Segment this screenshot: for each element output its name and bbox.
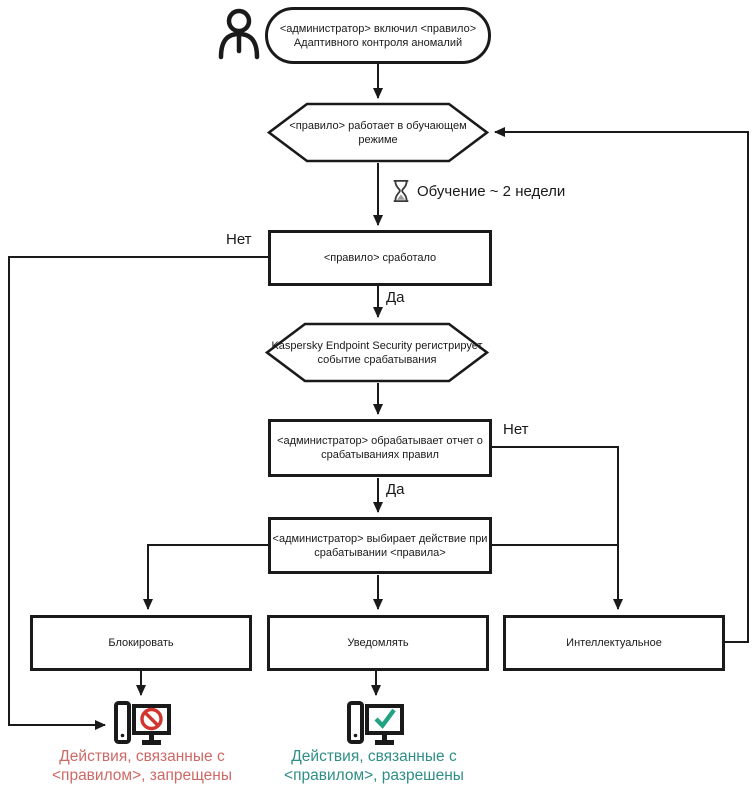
- admin-selects-action-node: <администратор> выбирает действие при ср…: [268, 517, 492, 574]
- action-block-node: Блокировать: [30, 615, 252, 671]
- admin-report-line1: <администратор> обрабатывает отчет о: [277, 435, 483, 447]
- training-duration-note: Обучение ~ 2 недели: [392, 179, 565, 203]
- action-notify-label: Уведомлять: [347, 637, 409, 649]
- computer-blocked-icon: [113, 699, 171, 754]
- start-node-line1: <администратор> включил <правило>: [279, 22, 477, 35]
- prohibition-badge-icon: [140, 707, 163, 731]
- training-duration-label: Обучение ~ 2 недели: [417, 182, 566, 200]
- edge-label-no-1: Нет: [226, 231, 252, 248]
- edge-select-to-block: [143, 544, 268, 610]
- checkmark-badge-icon: [374, 708, 396, 729]
- hexagon-shape: [267, 102, 489, 163]
- learning-mode-node: <правило> работает в обучающем режиме: [267, 102, 489, 163]
- edge-label-no-2: Нет: [503, 421, 529, 438]
- allowed-outcome-caption: Действия, связанные с <правилом>, разреш…: [262, 747, 486, 785]
- learning-mode-line1: <правило> работает в обучающем: [289, 119, 467, 132]
- learning-mode-line2: режиме: [358, 133, 398, 146]
- rule-triggered-node: <правило> сработало: [268, 230, 492, 286]
- blocked-outcome-caption: Действия, связанные с <правилом>, запрещ…: [30, 747, 254, 785]
- admin-action-line1: <администратор> выбирает действие при: [272, 532, 488, 545]
- start-node-line2: Адаптивного контроля аномалий: [293, 36, 463, 49]
- rule-triggered-label: <правило> сработало: [323, 252, 437, 264]
- kes-registers-node: Kaspersky Endpoint Security регистрирует…: [265, 322, 489, 383]
- action-smart-node: Интеллектуальное: [503, 615, 725, 671]
- allowed-caption-line1: Действия, связанные с: [291, 748, 457, 765]
- action-block-label: Блокировать: [108, 637, 174, 649]
- computer-allowed-icon: [346, 699, 404, 754]
- blocked-caption-line2: <правилом>, запрещены: [52, 767, 232, 784]
- hexagon-shape: [265, 322, 489, 383]
- edge-smart-loop-to-learning: [494, 127, 749, 643]
- edge-no-loop-to-blocked-outcome: [8, 256, 268, 730]
- start-node: <администратор> включил <правило> Адапти…: [265, 7, 491, 64]
- action-notify-node: Уведомлять: [267, 615, 489, 671]
- administrator-person-icon: [216, 8, 262, 65]
- edge-label-yes-1: Да: [386, 289, 405, 306]
- edge-label-yes-2: Да: [386, 481, 405, 498]
- admin-action-line2: срабатывании <правила>: [314, 546, 446, 559]
- edge-no-report-to-smart: [492, 446, 623, 610]
- kes-registers-line1: Kaspersky Endpoint Security регистрирует: [271, 339, 483, 352]
- allowed-caption-line2: <правилом>, разрешены: [284, 767, 464, 784]
- admin-report-line2: срабатываниях правил: [321, 449, 439, 461]
- blocked-caption-line1: Действия, связанные с: [59, 748, 225, 765]
- hourglass-icon: [393, 179, 409, 203]
- action-smart-label: Интеллектуальное: [566, 637, 662, 649]
- admin-processes-report-node: <администратор> обрабатывает отчет о сра…: [268, 419, 492, 477]
- kes-registers-line2: событие срабатывания: [317, 353, 437, 366]
